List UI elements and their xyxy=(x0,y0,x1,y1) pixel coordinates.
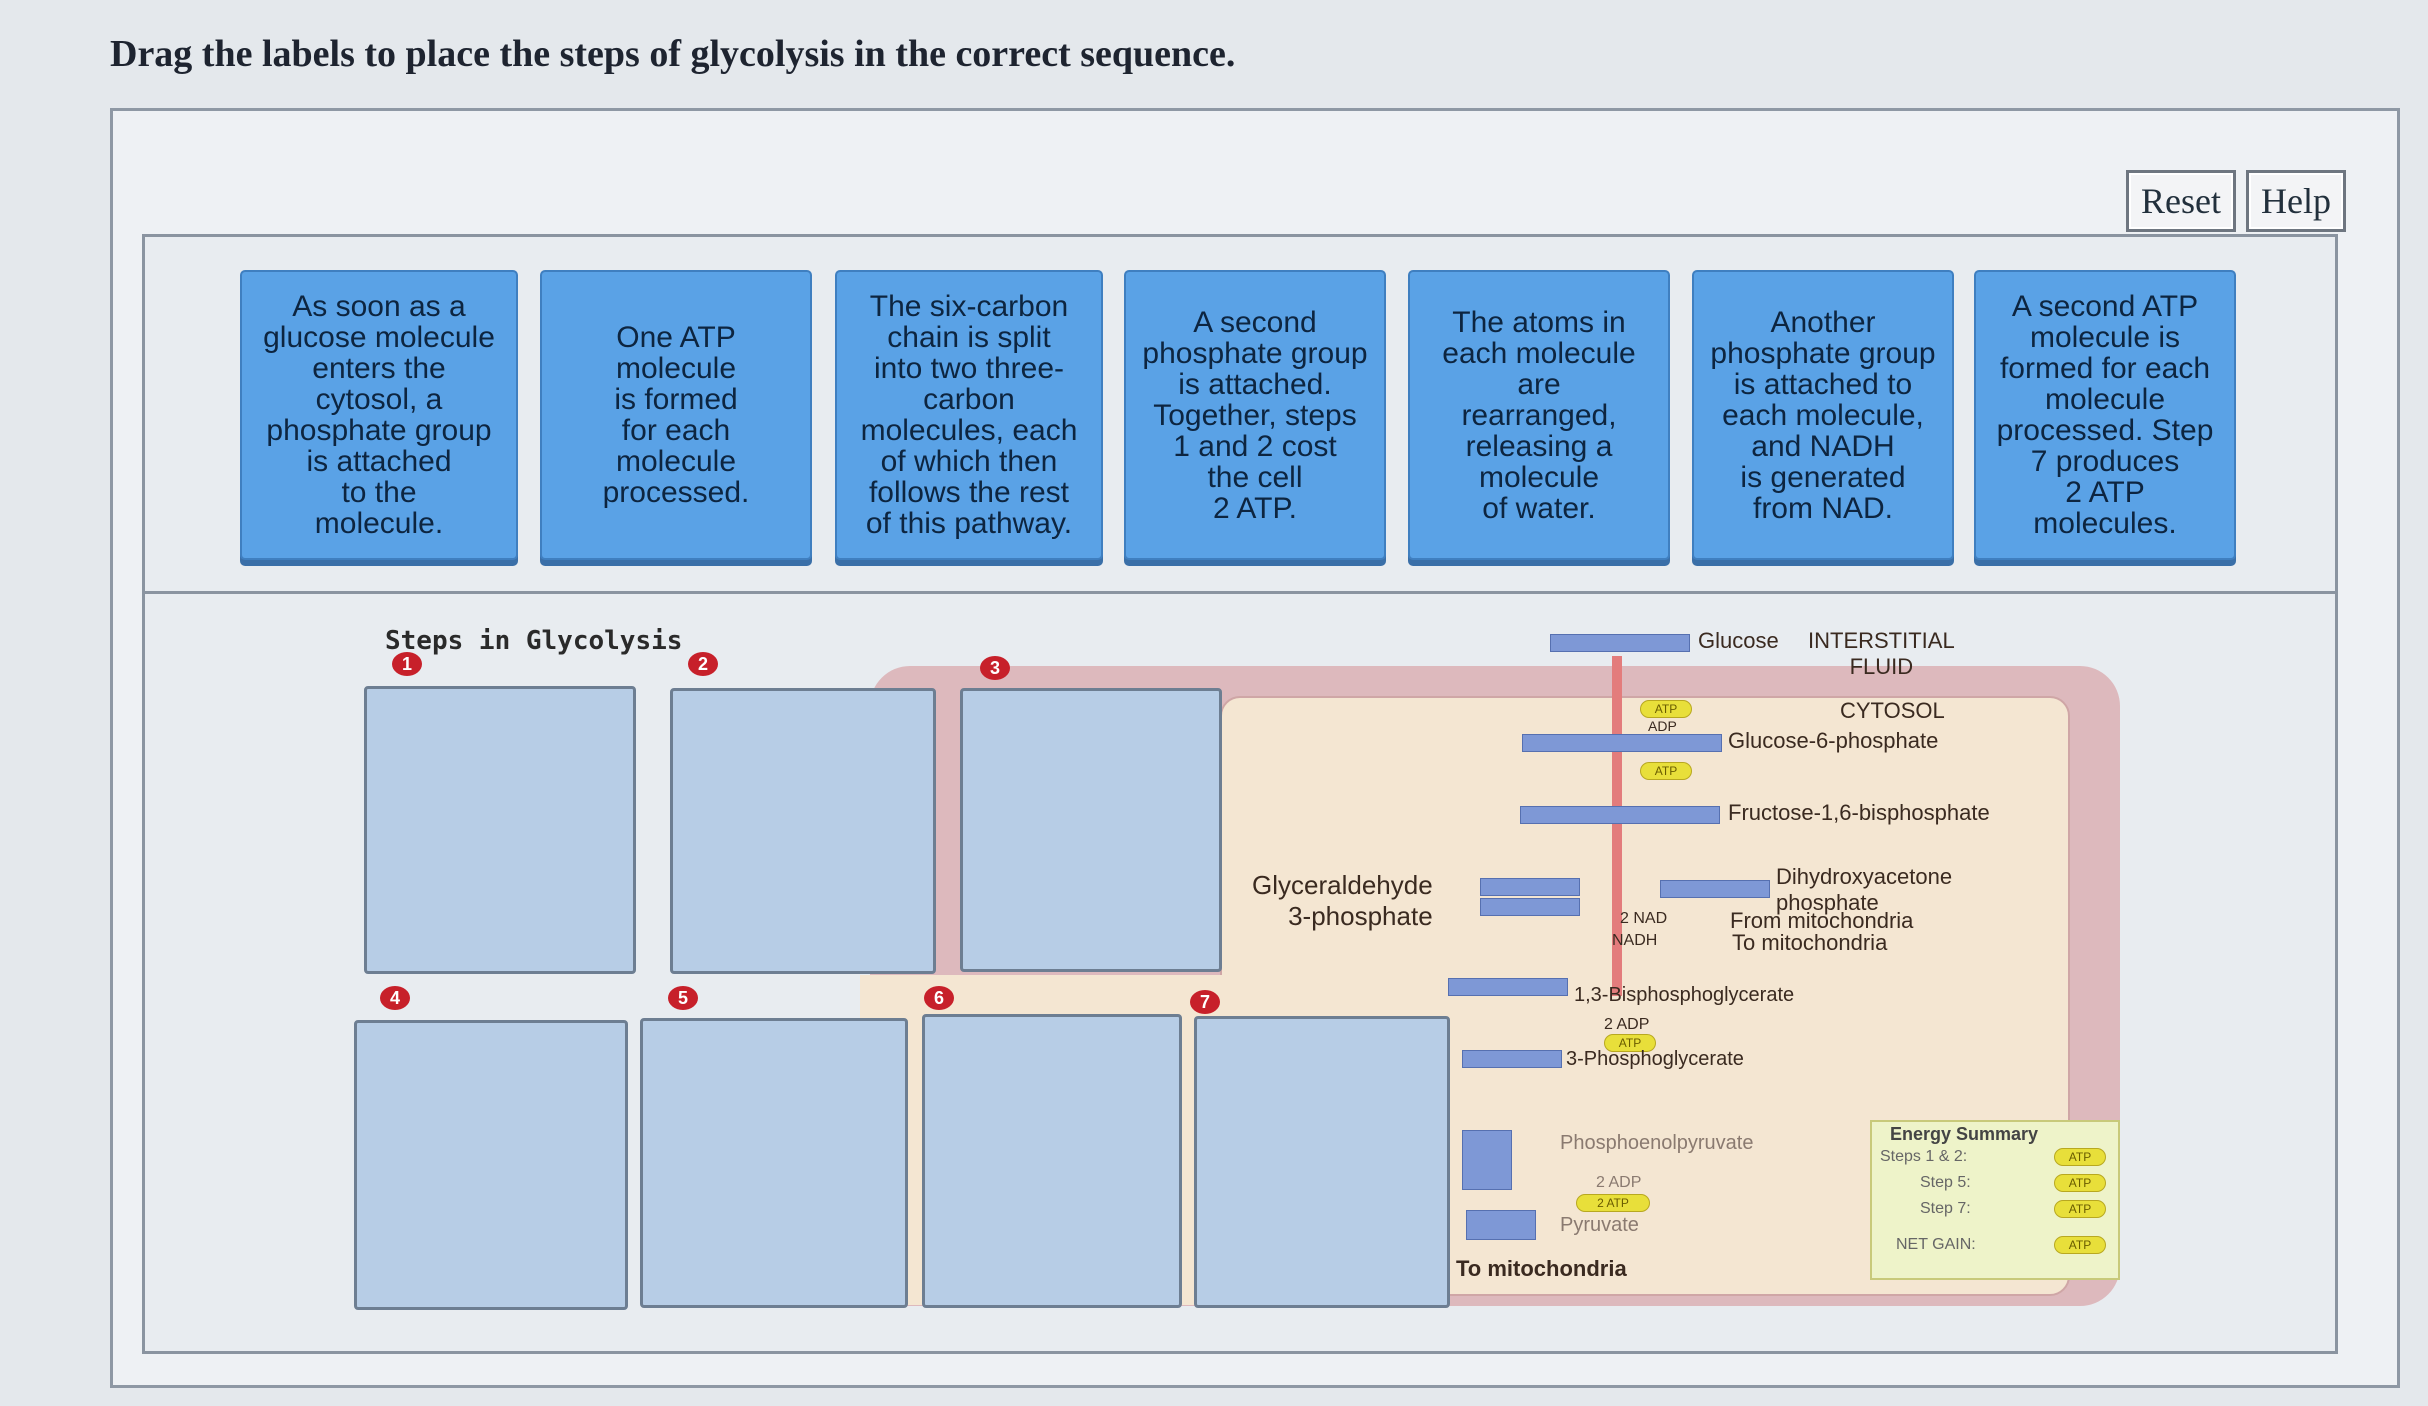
nadh-label: NADH xyxy=(1612,932,1658,949)
step-number: 5 xyxy=(668,986,698,1010)
bisphosphoglycerate-label: 1,3-Bisphosphoglycerate xyxy=(1574,984,1795,1006)
glucose-molecule-icon xyxy=(1550,634,1690,652)
g3p-molecule-icon xyxy=(1480,878,1580,896)
nad-label: 2 NAD xyxy=(1620,910,1668,927)
atp-badge: ATP xyxy=(1640,762,1692,780)
draggable-label[interactable]: A second phosphate group is attached. To… xyxy=(1124,270,1386,560)
to-mitochondria-label: To mitochondria xyxy=(1456,1256,1627,1281)
to-mitochondria-label: To mitochondria xyxy=(1732,930,1888,955)
step-number: 6 xyxy=(924,986,954,1010)
drop-zone-step-3[interactable] xyxy=(960,688,1222,972)
atp-badge: ATP xyxy=(2054,1236,2106,1254)
phosphoglycerate-label: 3-Phosphoglycerate xyxy=(1566,1048,1744,1070)
draggable-label[interactable]: One ATP molecule is formed for each mole… xyxy=(540,270,812,560)
instruction-text: Drag the labels to place the steps of gl… xyxy=(110,33,1236,75)
fructose-bisphosphate-label: Fructose-1,6-bisphosphate xyxy=(1728,800,1990,825)
energy-row: Steps 1 & 2: xyxy=(1880,1148,1968,1165)
reset-button[interactable]: Reset xyxy=(2126,170,2236,232)
drop-zone-step-4[interactable] xyxy=(354,1020,628,1310)
cytosol-label: CYTOSOL xyxy=(1840,698,1945,723)
pyruvate-molecule-icon xyxy=(1466,1210,1536,1240)
draggable-label[interactable]: The six-carbon chain is split into two t… xyxy=(835,270,1103,560)
adp-label: 2 ADP xyxy=(1604,1016,1650,1033)
energy-row: Step 7: xyxy=(1920,1200,1971,1217)
glucose-6-phosphate-icon xyxy=(1522,734,1722,752)
glucose-6-phosphate-label: Glucose-6-phosphate xyxy=(1728,728,1939,753)
pathway-arrow xyxy=(1612,656,1622,996)
draggable-label[interactable]: As soon as a glucose molecule enters the… xyxy=(240,270,518,560)
g3p-molecule-icon xyxy=(1480,898,1580,916)
phosphoglycerate-icon xyxy=(1462,1050,1562,1068)
g3p-label: Glyceraldehyde 3-phosphate xyxy=(1252,870,1433,931)
dhap-molecule-icon xyxy=(1660,880,1770,898)
diagram-title: Steps in Glycolysis xyxy=(385,626,683,656)
from-mitochondria-label: From mitochondria xyxy=(1730,908,1914,933)
pyruvate-label: Pyruvate xyxy=(1560,1214,1639,1236)
atp-badge: 2 ATP xyxy=(1576,1194,1650,1212)
draggable-label[interactable]: The atoms in each molecule are rearrange… xyxy=(1408,270,1670,560)
pep-label: Phosphoenolpyruvate xyxy=(1560,1132,1754,1154)
atp-badge: ATP xyxy=(2054,1174,2106,1192)
label-bank xyxy=(142,234,2338,594)
step-number: 2 xyxy=(688,652,718,676)
energy-summary-title: Energy Summary xyxy=(1890,1124,2039,1144)
help-button[interactable]: Help xyxy=(2246,170,2346,232)
draggable-label[interactable]: Another phosphate group is attached to e… xyxy=(1692,270,1954,560)
drop-zone-step-5[interactable] xyxy=(640,1018,908,1308)
atp-badge: ATP xyxy=(2054,1200,2106,1218)
atp-badge: ATP xyxy=(1640,700,1692,718)
step-number: 7 xyxy=(1190,990,1220,1014)
drop-zone-step-6[interactable] xyxy=(922,1014,1182,1308)
drop-zone-step-2[interactable] xyxy=(670,688,936,974)
atp-badge: ATP xyxy=(2054,1148,2106,1166)
step-number: 1 xyxy=(392,652,422,676)
fructose-bisphosphate-icon xyxy=(1520,806,1720,824)
energy-row: Step 5: xyxy=(1920,1174,1971,1191)
adp-label: 2 ADP xyxy=(1596,1174,1642,1191)
dhap-label: Dihydroxyacetone phosphate xyxy=(1776,864,1953,915)
pep-molecule-icon xyxy=(1462,1130,1512,1190)
step-number: 4 xyxy=(380,986,410,1010)
glucose-label: Glucose xyxy=(1698,628,1779,653)
atp-badge: ATP xyxy=(1604,1034,1656,1052)
drop-zone-step-7[interactable] xyxy=(1194,1016,1450,1308)
step-number: 3 xyxy=(980,656,1010,680)
energy-row: NET GAIN: xyxy=(1896,1236,1976,1253)
interstitial-fluid-label: INTERSTITIAL FLUID xyxy=(1808,628,1955,679)
adp-label: ADP xyxy=(1648,718,1677,734)
bisphosphoglycerate-icon xyxy=(1448,978,1568,996)
drop-zone-step-1[interactable] xyxy=(364,686,636,974)
draggable-label[interactable]: A second ATP molecule is formed for each… xyxy=(1974,270,2236,560)
